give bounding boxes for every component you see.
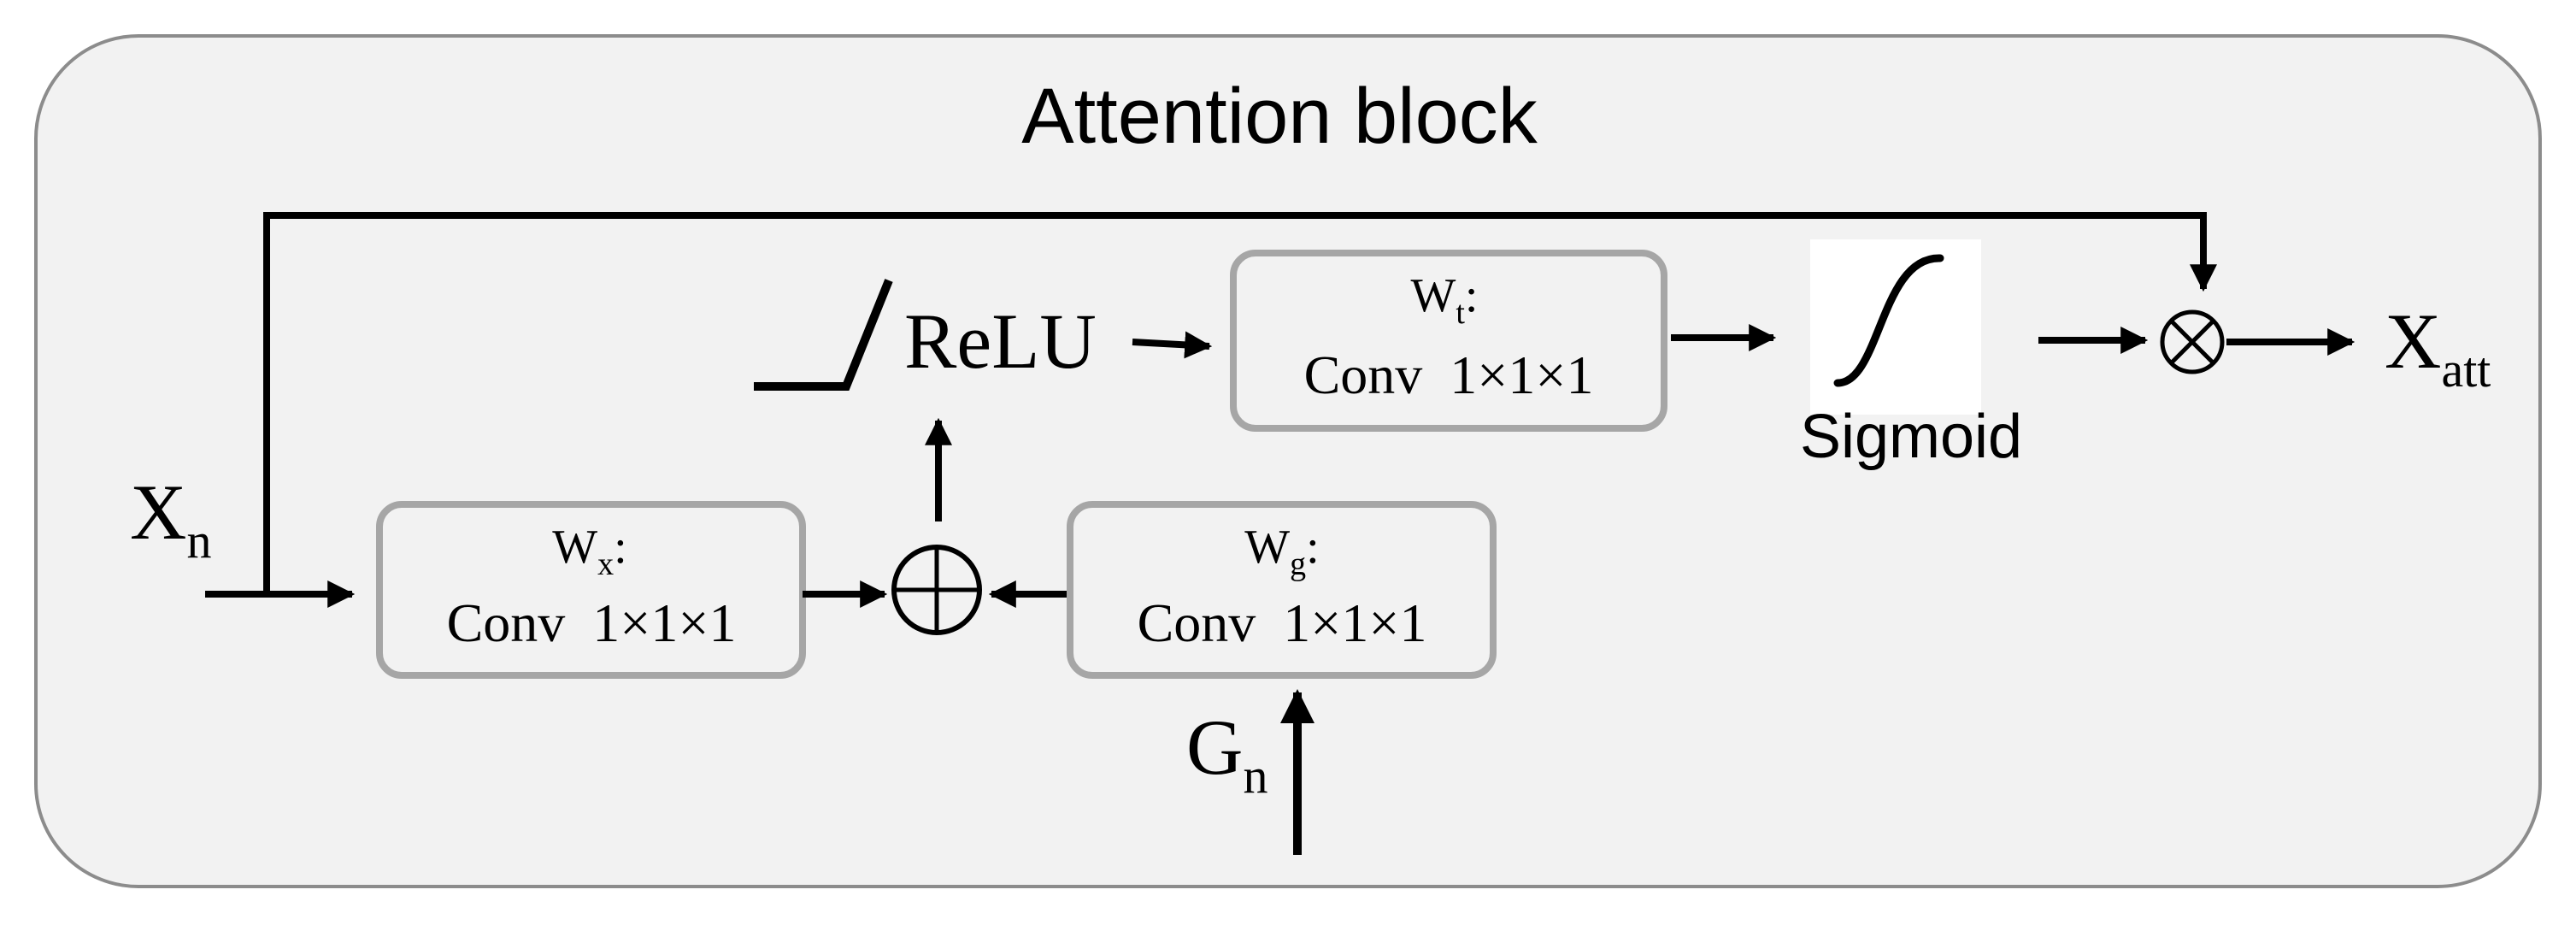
wt-w: W [1411, 269, 1456, 322]
relu-label: ReLU [904, 298, 1097, 385]
wt-conv-block: Wt: Conv 1×1×1 [1230, 250, 1667, 432]
wx-weight-label: Wx: [552, 521, 626, 582]
diagram-title: Attention block [1021, 73, 1538, 160]
wt-conv-label: Conv 1×1×1 [1304, 345, 1594, 405]
multiply-node [2160, 309, 2225, 374]
wx-conv-label: Conv 1×1×1 [447, 592, 737, 653]
wx-colon: : [614, 521, 627, 574]
input-x-label: Xn [130, 468, 211, 569]
sum-node [891, 545, 982, 635]
wt-weight-label: Wt: [1411, 269, 1479, 331]
wx-sub: x [597, 546, 614, 582]
wx-box [376, 501, 806, 679]
input-x-main: X [130, 468, 186, 556]
output-label: Xatt [2385, 298, 2491, 398]
wg-conv-block: Wg: Conv 1×1×1 [1067, 501, 1497, 679]
input-g-main: G [1186, 704, 1243, 791]
wg-colon: : [1306, 521, 1320, 574]
multiply-diag-2 [2169, 319, 2215, 365]
wg-weight-label: Wg: [1244, 521, 1319, 582]
arrow-relu-to-wt [1132, 331, 1213, 359]
output-sub: att [2441, 342, 2491, 398]
relu-shape-icon [754, 279, 893, 391]
input-g-sub: n [1243, 748, 1267, 804]
wg-box [1067, 501, 1497, 679]
sigmoid-label: Sigmoid [1800, 403, 2022, 471]
sigmoid-icon-background [1810, 239, 1981, 415]
skip-connection-line [263, 212, 2217, 594]
wt-box [1230, 250, 1667, 432]
wx-conv-block: Wx: Conv 1×1×1 [376, 501, 806, 679]
wg-w: W [1244, 521, 1290, 574]
input-g-label: Gn [1186, 704, 1267, 804]
wg-sub: g [1290, 546, 1306, 582]
wx-w: W [552, 521, 597, 574]
wg-conv-label: Conv 1×1×1 [1138, 592, 1427, 653]
sigmoid-curve-icon [1833, 254, 1944, 387]
wt-colon: : [1465, 269, 1479, 322]
input-x-sub: n [186, 513, 211, 569]
attention-block-panel [34, 34, 2542, 888]
output-main: X [2385, 298, 2441, 385]
wt-sub: t [1456, 295, 1465, 331]
